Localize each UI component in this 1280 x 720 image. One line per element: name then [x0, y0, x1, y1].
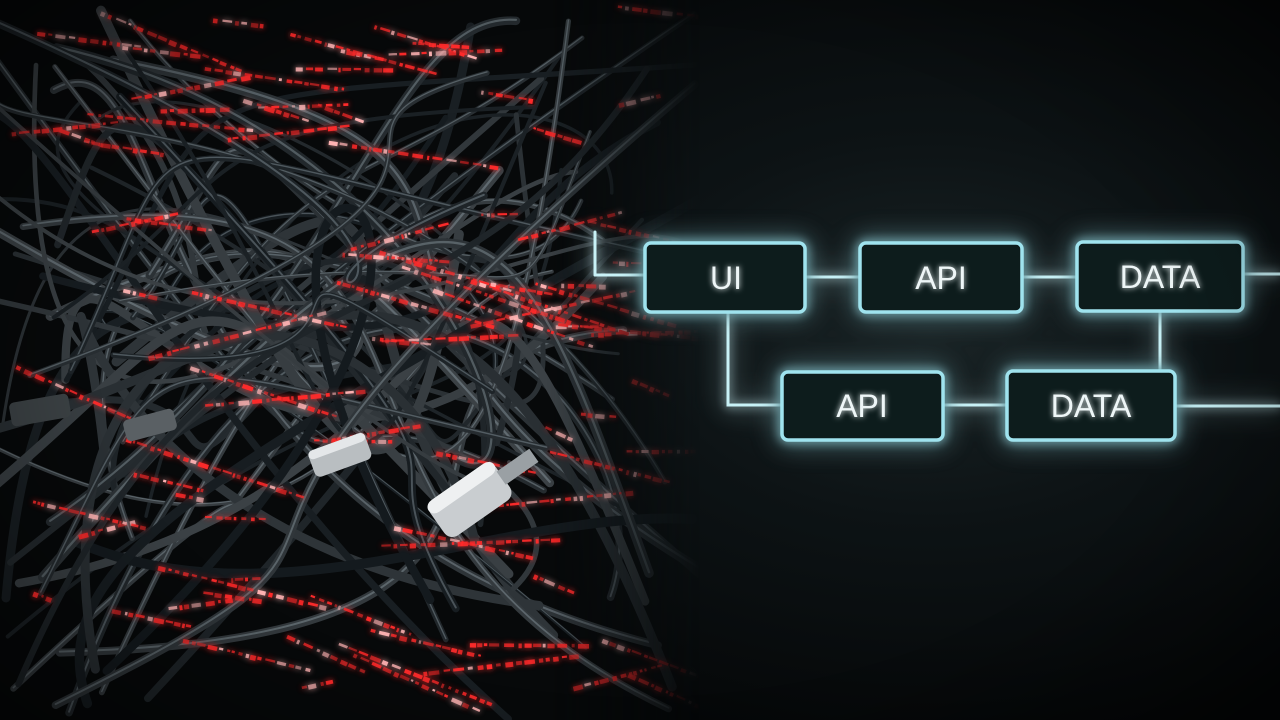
node-label-ui: UI: [710, 260, 742, 296]
node-label-data-bottom: DATA: [1051, 388, 1132, 424]
node-label-data-top: DATA: [1120, 259, 1201, 295]
connector-line: [726, 310, 784, 407]
node-label-api-bottom: API: [836, 388, 888, 424]
node-label-api-top: API: [915, 260, 967, 296]
